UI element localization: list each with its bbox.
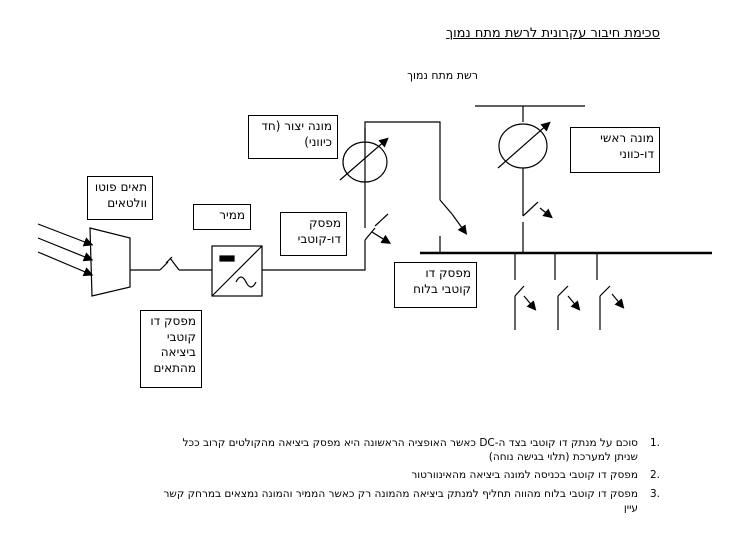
note-item: .2 מפסק דו קוטבי בכניסה למונה ביציאה מהא… [160,468,660,482]
note-number: .3 [649,487,660,500]
outgoing-switch-icon [514,285,537,330]
note-item: .1 סוכם על מנתק דו קוטבי בצד ה-DC כאשר ה… [160,436,660,464]
inverter-label-box: ממיר [193,204,251,230]
note-number: .2 [649,469,660,482]
main-meter-icon [497,121,551,169]
main-switch-icon [522,200,553,219]
dc-disconnect-label-box: מפסק דו קוטבי ביציאה מהתאים [140,310,202,388]
notes-list: .1 סוכם על מנתק דו קוטבי בצד ה-DC כאשר ה… [160,436,661,519]
meter-side-switch-icon [439,199,468,235]
note-text: מפסק דו קוטבי בלוח מהווה תחליף למנתק ביצ… [163,487,639,514]
outgoing-switch-icon [599,285,625,330]
inverter-icon [211,245,263,297]
main-meter-label-box: מונה ראשי דו-כווני [570,127,660,173]
bipolar-switch-label-box: מפסק דו-קוטבי [280,212,347,256]
production-meter-icon [339,128,389,183]
note-number: .1 [649,437,660,449]
note-text: מפסק דו קוטבי בכניסה למונה ביציאה מהאינו… [411,469,638,482]
network-label: רשת מתח נמוך [407,69,478,82]
note-item: .3 מפסק דו קוטבי בלוח מהווה תחליף למנתק … [160,487,661,515]
panel-switch-label-box: מפסק דו קוטבי בלוח [394,262,477,308]
bipolar-switch-icon [364,213,392,244]
sunlight-arrows-icon [37,223,94,277]
outgoing-switch-icon [557,285,581,330]
note-text: סוכם על מנתק דו קוטבי בצד ה-DC כאשר האופ… [182,437,638,464]
pv-array-label-box: תאים פוטו וולטאים [87,176,153,220]
production-meter-label-box: מונה יצור (חד כיווני) [248,115,338,159]
pv-panel-icon [89,227,131,297]
diagram-title: סכימת חיבור עקרונית לרשת מתח נמוך [446,26,660,41]
dc-disconnect-switch-icon [159,256,180,271]
